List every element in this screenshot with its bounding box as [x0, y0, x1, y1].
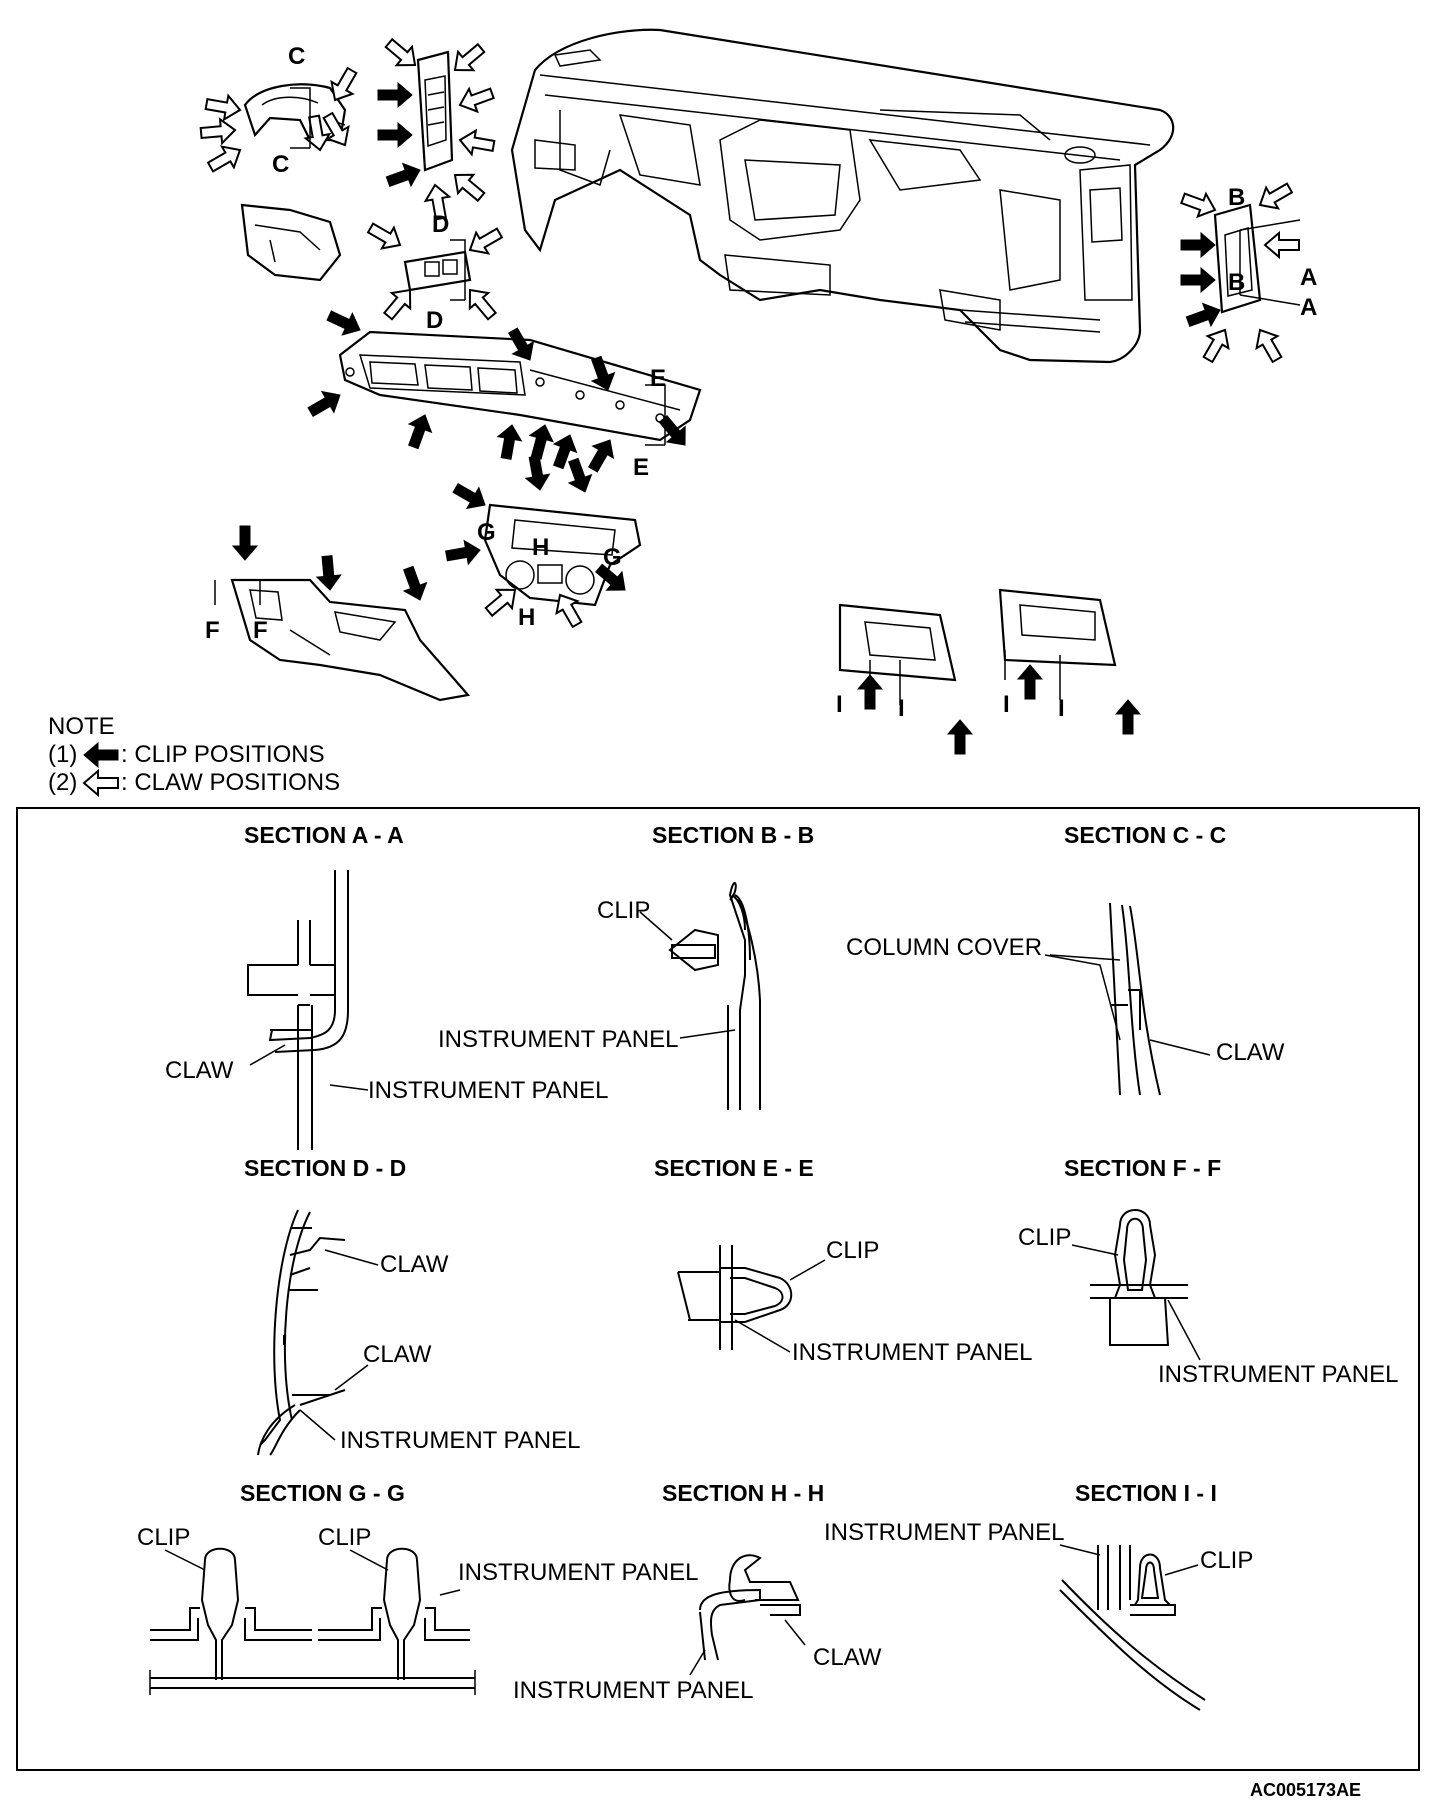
legend-title: NOTE	[48, 713, 115, 740]
callout-f-right: F	[253, 617, 268, 644]
section-a-a-panel-label: INSTRUMENT PANEL	[368, 1077, 608, 1104]
section-b-b-title: SECTION B - B	[652, 822, 814, 848]
section-e-e-clip-label: CLIP	[826, 1237, 879, 1264]
section-i-i-title: SECTION I - I	[1075, 1480, 1217, 1506]
section-f-f-panel-label: INSTRUMENT PANEL	[1158, 1361, 1398, 1388]
section-g-g-clip-right-label: CLIP	[318, 1524, 371, 1551]
callout-a-bottom: A	[1300, 294, 1317, 321]
section-a-a-claw-label: CLAW	[165, 1057, 234, 1084]
section-g-g-panel-label: INSTRUMENT PANEL	[458, 1559, 698, 1586]
glove-box-surround-right	[998, 588, 1117, 667]
section-g-g-clip-left-label: CLIP	[137, 1524, 190, 1551]
section-e-e: SECTION E - E CLIP INSTRUMENT PANEL	[654, 1155, 1032, 1366]
section-f-f-title: SECTION F - F	[1064, 1155, 1221, 1181]
section-d-d-panel-label: INSTRUMENT PANEL	[340, 1427, 580, 1454]
section-d-d-claw-lower-label: CLAW	[363, 1341, 432, 1368]
callout-b-top: B	[1228, 184, 1245, 211]
section-cut-lines	[214, 87, 1301, 705]
callout-i-3: I	[1003, 691, 1010, 718]
column-cover-upper	[243, 83, 347, 142]
callout-b-bottom: B	[1228, 269, 1245, 296]
callout-i-1: I	[836, 691, 843, 718]
section-h-h-panel-label: INSTRUMENT PANEL	[513, 1677, 753, 1704]
legend-item1-text: : CLIP POSITIONS	[121, 741, 325, 768]
callout-g-right: G	[603, 544, 622, 571]
section-g-g-title: SECTION G - G	[240, 1480, 405, 1506]
section-h-h-claw-label: CLAW	[813, 1644, 882, 1671]
section-i-i-panel-label: INSTRUMENT PANEL	[824, 1519, 1064, 1546]
section-i-i: SECTION I - I INSTRUMENT PANEL CLIP	[824, 1480, 1253, 1711]
callout-a-top: A	[1300, 264, 1317, 291]
callout-i-2: I	[898, 695, 905, 722]
section-f-f-clip-label: CLIP	[1018, 1224, 1071, 1251]
instrument-panel-assembly	[510, 28, 1175, 364]
section-d-d: SECTION D - D CLAW CLAW INSTRUMENT PANEL	[244, 1155, 580, 1456]
solid-arrow-icon	[83, 742, 119, 768]
section-d-d-claw-upper-label: CLAW	[380, 1251, 449, 1278]
section-b-b-panel-label: INSTRUMENT PANEL	[438, 1026, 678, 1053]
section-e-e-panel-label: INSTRUMENT PANEL	[792, 1339, 1032, 1366]
side-vent-left	[416, 50, 454, 172]
section-i-i-clip-label: CLIP	[1200, 1547, 1253, 1574]
callout-i-4: I	[1058, 695, 1065, 722]
switch-panel	[403, 250, 472, 292]
section-f-f: SECTION F - F CLIP INSTRUMENT PANEL	[1018, 1155, 1398, 1388]
column-cover-lower	[240, 203, 342, 282]
sections-frame	[16, 807, 1420, 1771]
section-b-b: SECTION B - B CLIP INSTRUMENT PANEL	[438, 822, 814, 1110]
section-e-e-title: SECTION E - E	[654, 1155, 814, 1181]
section-c-c-title: SECTION C - C	[1064, 822, 1226, 848]
section-c-c-claw-label: CLAW	[1216, 1039, 1285, 1066]
section-h-h-title: SECTION H - H	[662, 1480, 824, 1506]
legend: NOTE (1) : CLIP POSITIONS (2) : CLAW POS…	[48, 713, 340, 796]
legend-item2-text: : CLAW POSITIONS	[121, 769, 340, 796]
section-c-c-column-cover-label: COLUMN COVER	[846, 934, 1042, 961]
callout-c-top: C	[288, 43, 305, 70]
figure-id: AC005173AE	[1250, 1780, 1361, 1800]
callout-h-bottom: H	[518, 604, 535, 631]
callout-e-bottom: E	[633, 454, 649, 481]
callout-e-top: E	[650, 365, 666, 392]
center-climate-panel	[483, 503, 642, 607]
callout-d-top: D	[432, 211, 449, 238]
section-h-h: SECTION H - H CLAW INSTRUMENT PANEL	[513, 1480, 882, 1704]
legend-item1-number: (1)	[48, 741, 77, 768]
callout-h-top: H	[532, 534, 549, 561]
knee-panel	[230, 578, 471, 702]
callout-g-left: G	[477, 519, 496, 546]
section-g-g: SECTION G - G CLIP CLIP INSTRUMENT PANEL	[137, 1480, 698, 1695]
section-a-a-title: SECTION A - A	[244, 822, 404, 848]
callout-c-bottom: C	[272, 151, 289, 178]
section-c-c: SECTION C - C COLUMN COVER CLAW	[846, 822, 1285, 1096]
section-d-d-title: SECTION D - D	[244, 1155, 406, 1181]
callout-f-left: F	[205, 617, 220, 644]
section-b-b-clip-label: CLIP	[597, 897, 650, 924]
legend-item2-number: (2)	[48, 769, 77, 796]
callout-d-bottom: D	[426, 307, 443, 334]
glove-box-surround-left	[838, 603, 957, 682]
hollow-arrow-icon	[83, 770, 119, 796]
side-vent-right	[1213, 203, 1262, 314]
section-a-a: SECTION A - A CLAW INSTRUMENT PANEL	[165, 822, 608, 1150]
